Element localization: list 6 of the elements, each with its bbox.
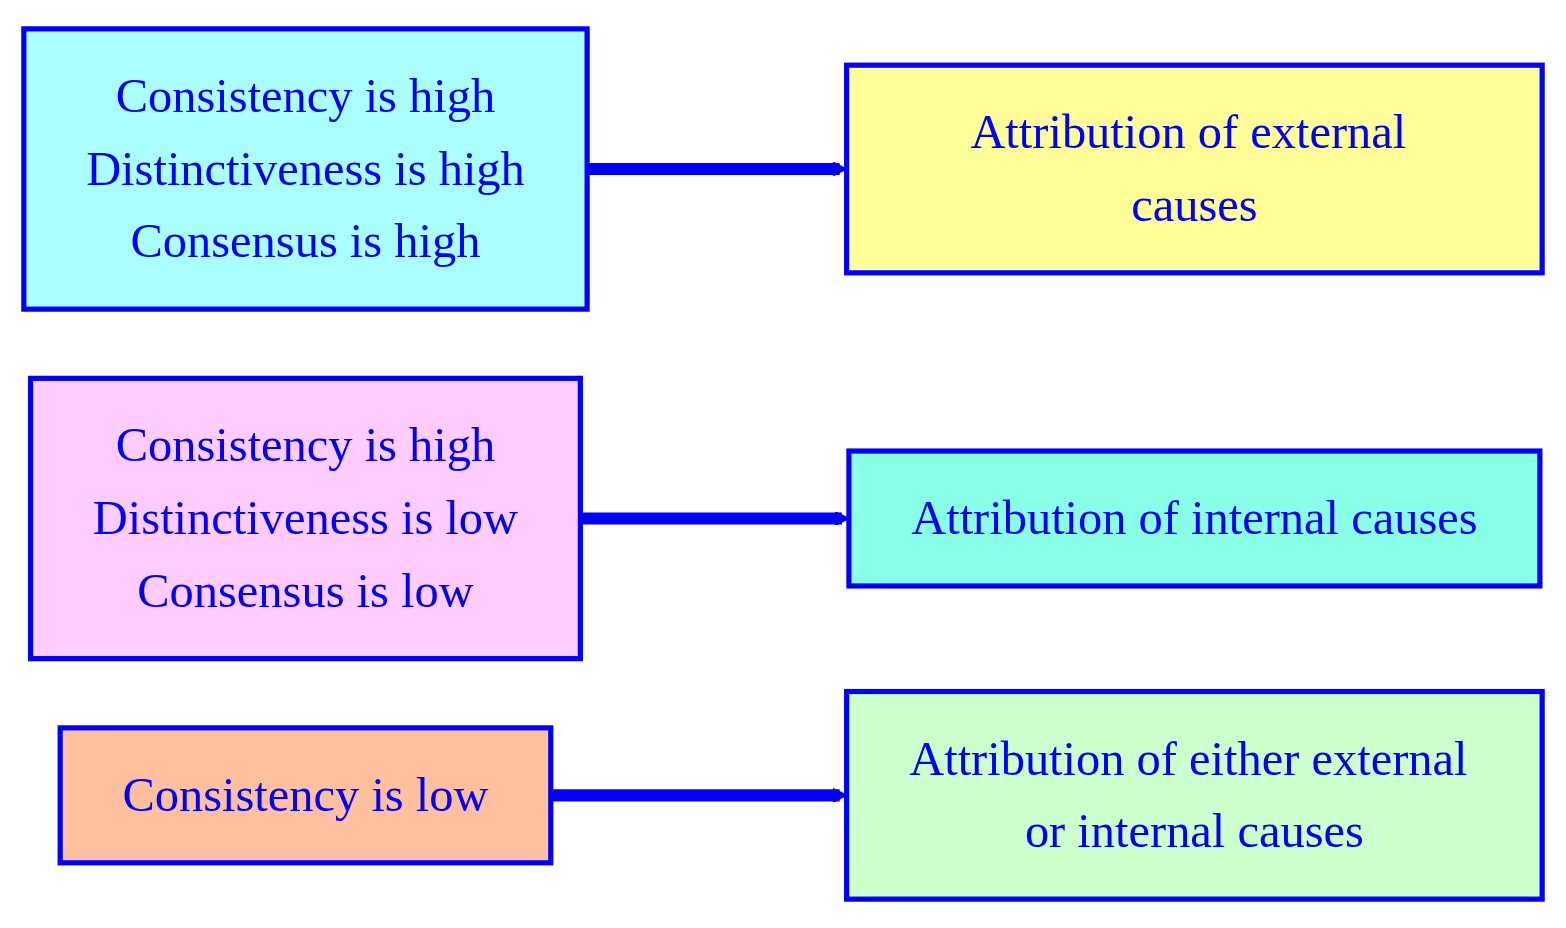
node-box: Attribution of internal causes bbox=[846, 448, 1543, 589]
node-box: Consistency is high Distinctiveness is high Consensus is high bbox=[21, 26, 590, 312]
node-box: Attribution of either external or internal causes bbox=[844, 688, 1545, 902]
node-box: Consistency is low bbox=[57, 725, 554, 866]
node-box: Attribution of external causes bbox=[844, 62, 1545, 276]
node-box: Consistency is high Distinctiveness is low Consensus is low bbox=[27, 375, 583, 662]
